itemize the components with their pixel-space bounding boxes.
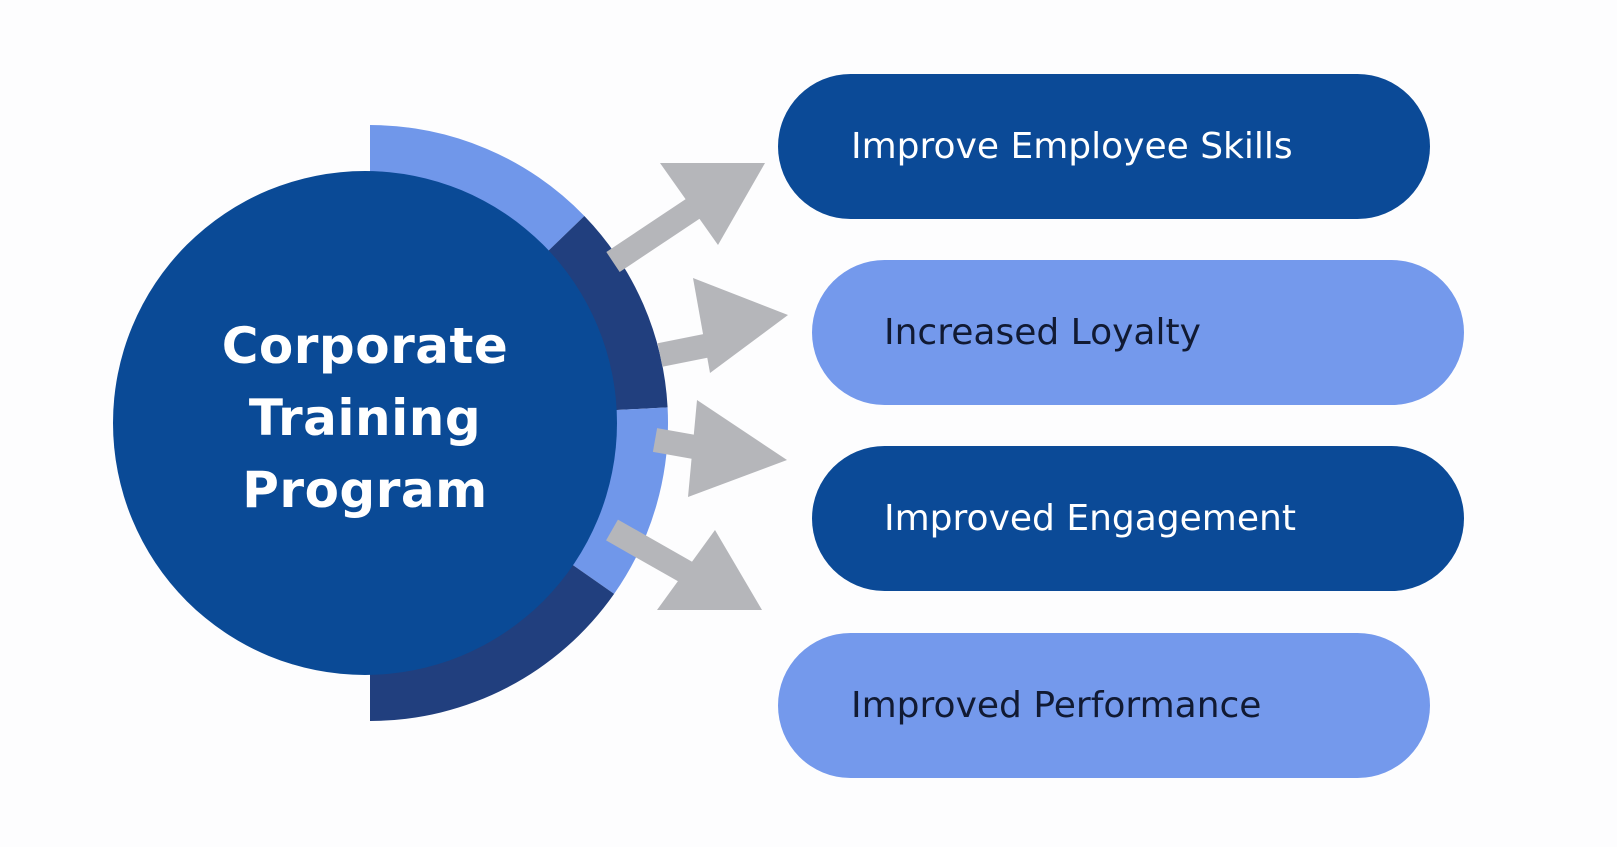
outcome-label: Improved Performance — [851, 685, 1262, 726]
arrow-4 — [606, 519, 762, 610]
outcome-improved-engagement: Improved Engagement — [812, 446, 1464, 591]
outcome-label: Improve Employee Skills — [851, 126, 1293, 167]
outcome-improved-performance: Improved Performance — [778, 633, 1430, 778]
center-title-line: Program — [242, 461, 488, 519]
outcome-label: Improved Engagement — [884, 498, 1296, 539]
outcome-label: Increased Loyalty — [884, 312, 1201, 353]
center-title: Corporate Training Program — [165, 310, 565, 526]
center-circle — [113, 171, 617, 675]
arrow-1 — [606, 163, 765, 272]
arrow-2 — [657, 278, 788, 373]
center-title-line: Training — [248, 389, 482, 447]
outcome-increased-loyalty: Increased Loyalty — [812, 260, 1464, 405]
center-title-line: Corporate — [221, 317, 509, 375]
outcome-improve-employee-skills: Improve Employee Skills — [778, 74, 1430, 219]
arrow-3 — [652, 400, 787, 497]
